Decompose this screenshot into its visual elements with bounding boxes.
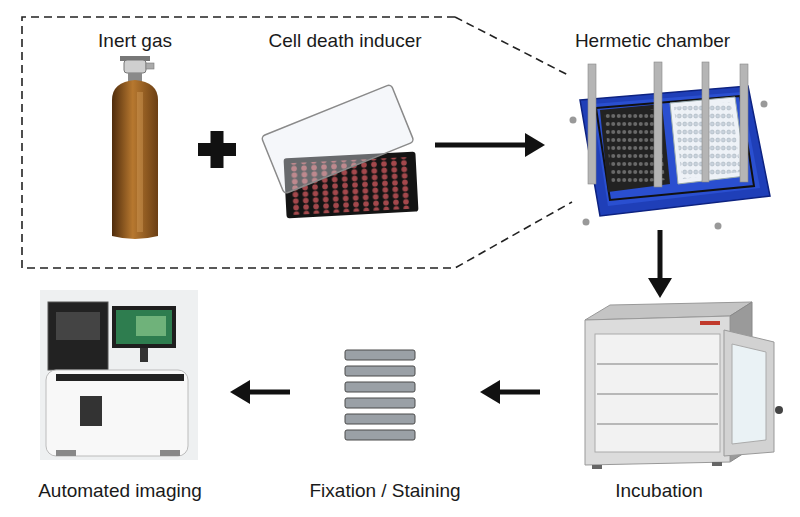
flow-arrow bbox=[250, 390, 290, 395]
illustrated-step: Hermetic chamber bbox=[545, 26, 760, 230]
step-label: Automated imaging bbox=[38, 479, 202, 503]
plus-symbol bbox=[198, 131, 236, 168]
illustrated-step: Cell death inducer bbox=[255, 26, 435, 222]
flow-arrow bbox=[500, 390, 540, 395]
illustrated-step: Automated imaging bbox=[10, 284, 230, 506]
flow-arrow bbox=[658, 230, 663, 278]
step-label: Cell death inducer bbox=[268, 29, 421, 53]
illustrated-step: Incubation bbox=[540, 298, 778, 506]
step-label: Incubation bbox=[615, 479, 703, 503]
step-label: Hermetic chamber bbox=[575, 29, 730, 53]
well-plate bbox=[261, 84, 418, 218]
gas-cylinder bbox=[112, 56, 158, 239]
flow-arrow bbox=[435, 143, 525, 148]
step-label: Inert gas bbox=[98, 29, 172, 53]
incubator bbox=[585, 302, 783, 469]
dashed-enclosure bbox=[22, 17, 572, 268]
illustrated-step: Inert gas bbox=[88, 26, 182, 246]
hermetic-chamber bbox=[570, 62, 771, 230]
step-label: Fixation / Staining bbox=[309, 479, 460, 503]
plate-stack bbox=[345, 350, 415, 440]
imaging-system bbox=[40, 290, 198, 460]
illustrated-step: Fixation / Staining bbox=[290, 338, 480, 506]
